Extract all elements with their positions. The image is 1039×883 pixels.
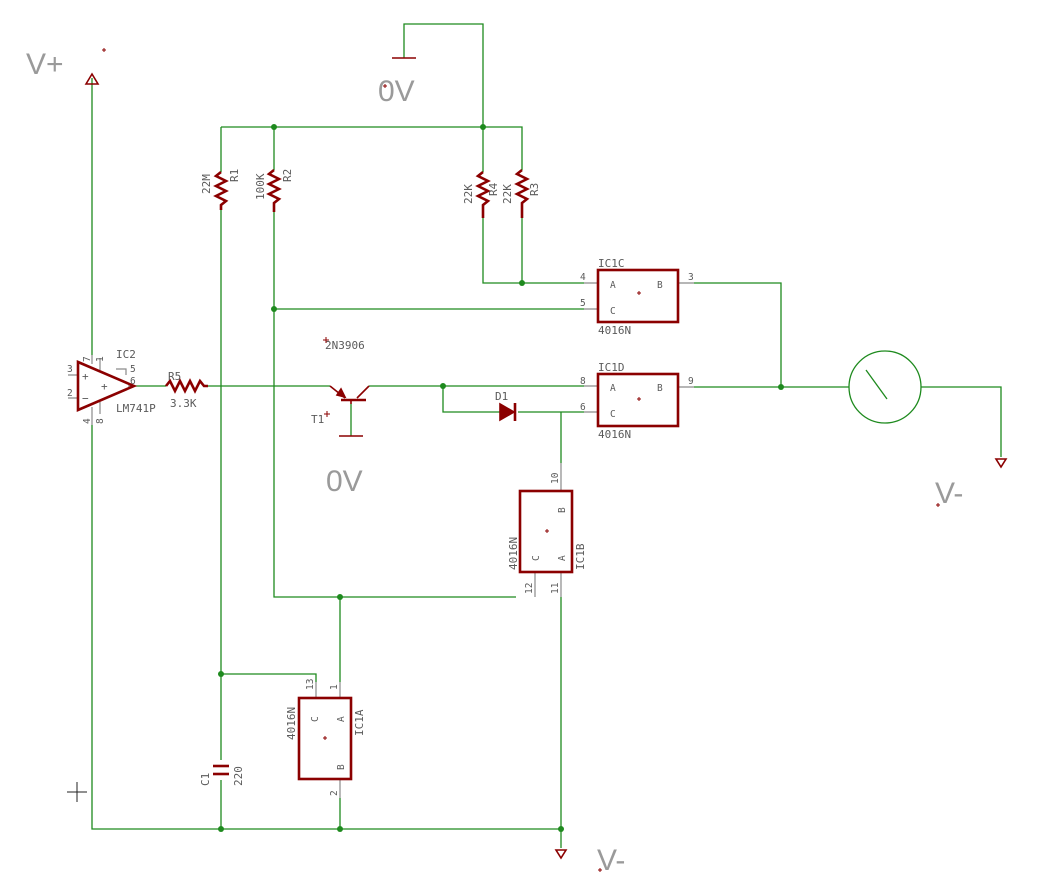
vminus-bottom-symbol: V-	[554, 844, 625, 877]
svg-text:B: B	[657, 383, 663, 394]
svg-text:A: A	[557, 555, 568, 561]
t1-name: T1	[311, 413, 324, 426]
ic2-pin3: 3	[67, 364, 73, 375]
ic1c-pin5: 5	[580, 298, 586, 309]
resistor-r2: 100K R2	[254, 169, 294, 212]
wires	[91, 23, 1002, 848]
ic2-name: IC2	[116, 348, 136, 361]
ic1c-name: IC1C	[598, 257, 625, 270]
vplus-label: V+	[26, 48, 64, 81]
svg-text:B: B	[557, 507, 568, 513]
svg-text:−: −	[82, 392, 89, 405]
vplus-symbol: V+	[26, 48, 100, 85]
junctions	[218, 124, 784, 832]
ic2-pin1: 1	[95, 356, 106, 362]
ic1b-value: 4016N	[507, 537, 520, 570]
r3-value: 22K	[501, 184, 514, 204]
d1-name: D1	[495, 390, 508, 403]
label-markers	[102, 48, 940, 872]
zero-transistor-symbol: 0V	[326, 435, 363, 498]
ic1b-pin12: 12	[524, 583, 535, 594]
r5-name: R5	[168, 370, 181, 383]
resistor-r4: 22K R4	[462, 170, 500, 218]
svg-text:C: C	[531, 555, 542, 561]
transistor-t1: 2N3906 T1	[311, 337, 370, 426]
svg-text:+: +	[82, 370, 89, 383]
vminus-right-symbol: V-	[935, 458, 1008, 510]
resistor-r5: R5 3.3K	[164, 370, 208, 410]
svg-text:C: C	[610, 409, 616, 420]
switch-ic1d: A C B 8 6 9 IC1D 4016N	[580, 361, 694, 441]
svg-text:C: C	[610, 306, 616, 317]
ic1d-name: IC1D	[598, 361, 625, 374]
ic2-pin4: 4	[82, 418, 93, 424]
svg-text:B: B	[336, 764, 347, 770]
r5-value: 3.3K	[170, 397, 197, 410]
svg-text:C: C	[310, 716, 321, 722]
switch-ic1c: A C B 4 5 3 IC1C 4016N	[580, 257, 694, 337]
ic2-value: LM741P	[116, 402, 156, 415]
resistor-r1: 22M R1	[200, 169, 241, 210]
ic1b-pin10: 10	[550, 472, 561, 484]
zero-top-label: 0V	[378, 75, 415, 108]
opamp-ic2: + − + 3 2 7 1 4 8 5 6 IC2 LM741P	[67, 348, 156, 425]
ic2-pin8: 8	[95, 418, 106, 424]
ic2-pin7: 7	[82, 356, 93, 362]
ic1d-pin6: 6	[580, 402, 586, 413]
svg-text:A: A	[336, 716, 347, 722]
ic1c-pin4: 4	[580, 272, 586, 283]
r1-value: 22M	[200, 174, 213, 194]
r3-name: R3	[528, 183, 541, 196]
c1-value: 220	[232, 766, 245, 786]
ic1c-value: 4016N	[598, 324, 631, 337]
ic1a-pin2: 2	[329, 790, 340, 796]
ic1a-name: IC1A	[353, 709, 366, 736]
vminus-bottom-label: V-	[597, 844, 625, 877]
ic2-pin5: 5	[130, 364, 136, 375]
diode-d1: D1	[495, 390, 517, 422]
zero-transistor-label: 0V	[326, 465, 363, 498]
c1-name: C1	[199, 773, 212, 786]
r1-name: R1	[228, 169, 241, 182]
svg-text:A: A	[610, 383, 616, 394]
svg-text:B: B	[657, 280, 663, 291]
ic1b-name: IC1B	[574, 543, 587, 570]
svg-text:+: +	[101, 380, 108, 393]
origin-cross	[67, 782, 87, 802]
switch-ic1b: B C A 10 12 11 4016N IC1B	[507, 463, 587, 597]
r2-name: R2	[281, 169, 294, 182]
r2-value: 100K	[254, 173, 267, 200]
t1-value: 2N3906	[325, 339, 365, 352]
ic1a-value: 4016N	[285, 707, 298, 740]
zero-top-symbol: 0V	[378, 57, 416, 108]
ic2-pin6: 6	[130, 376, 136, 387]
ic1d-pin8: 8	[580, 376, 586, 387]
ic2-pin2: 2	[67, 388, 73, 399]
ic1a-pin13: 13	[305, 679, 316, 690]
r4-name: R4	[487, 182, 500, 196]
ic1b-pin11: 11	[550, 582, 561, 594]
capacitor-c1: C1 220	[199, 764, 245, 786]
switch-ic1a: C A B 13 1 2 4016N IC1A	[285, 679, 366, 798]
svg-text:A: A	[610, 280, 616, 291]
r4-value: 22K	[462, 184, 475, 204]
resistor-r3: 22K R3	[501, 168, 541, 218]
ic1d-pin9: 9	[688, 376, 694, 387]
ic1c-pin3: 3	[688, 272, 694, 283]
ic1d-value: 4016N	[598, 428, 631, 441]
ic1a-pin1: 1	[329, 684, 340, 690]
meter-symbol	[848, 350, 922, 424]
